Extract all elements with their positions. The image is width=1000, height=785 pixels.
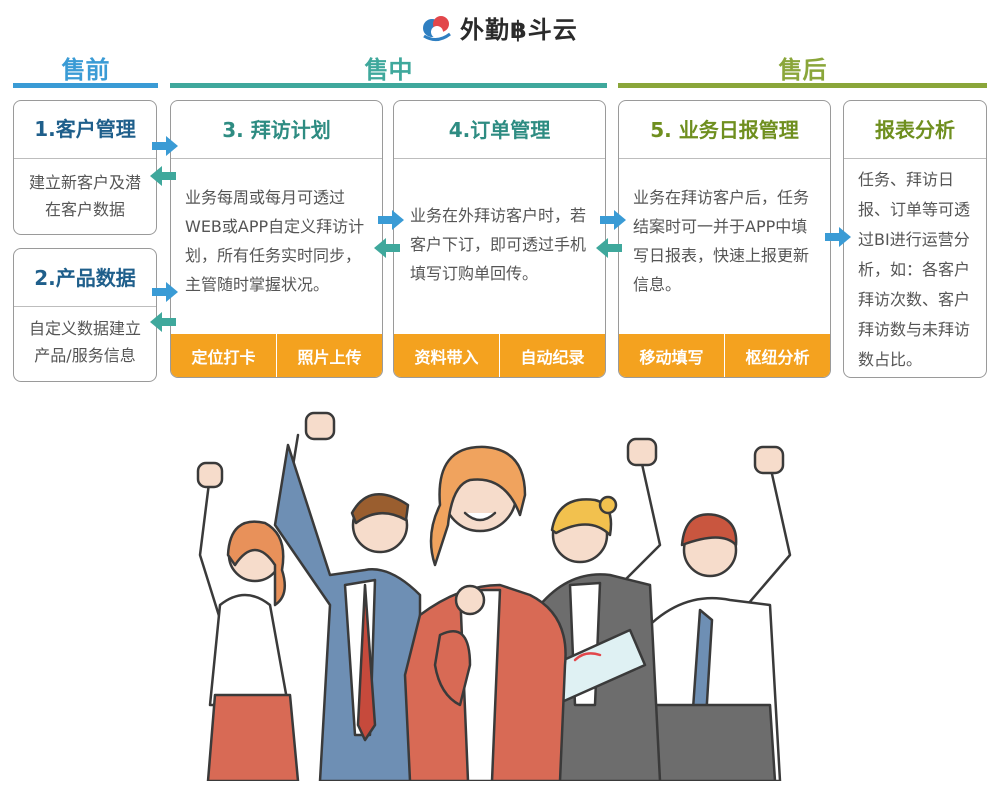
tag-auto-record: 自动纪录 [499,334,605,377]
card-title: 1.客户管理 [14,101,156,159]
card-body: 业务在拜访客户后，任务结案时可一并于APP中填写日报表，快速上报更新信息。 [633,188,810,294]
card-visit-plan: 3. 拜访计划 业务每周或每月可透过WEB或APP自定义拜访计划，所有任务实时同… [170,100,383,378]
phase-aftersale: 售后 [778,56,827,84]
arrow-left-icon [150,312,176,332]
card-title: 5. 业务日报管理 [619,101,830,159]
card-body: 建立新客户及潜在客户数据 [28,173,141,219]
card-product-data: 2.产品数据 自定义数据建立产品/服务信息 [13,248,157,382]
card-title: 2.产品数据 [14,249,156,307]
card-body: 业务每周或每月可透过WEB或APP自定义拜访计划，所有任务实时同步，主管随时掌握… [185,188,365,294]
arrow-right-icon [825,227,851,247]
arrow-right-icon [152,282,178,302]
phase-aftersale-bar [618,83,987,88]
arrow-left-icon [150,166,176,186]
tag-photo-upload: 照片上传 [276,334,382,377]
phase-insale: 售中 [364,56,413,84]
card-report-analysis: 报表分析 任务、拜访日报、订单等可透过BI进行运营分析，如：各客户拜访次数、客户… [843,100,987,378]
card-body: 业务在外拜访客户时，若客户下订，即可透过手机填写订购单回传。 [410,206,587,283]
cloud-logo-icon [423,16,451,41]
arrow-right-icon [600,210,626,230]
card-title: 4.订单管理 [394,101,605,159]
phase-presale-bar [13,83,158,88]
card-title: 3. 拜访计划 [171,101,382,159]
tag-location-checkin: 定位打卡 [191,347,256,367]
arrow-left-icon [374,238,400,258]
tag-pivot-analysis: 枢纽分析 [724,334,830,377]
card-customer-management: 1.客户管理 建立新客户及潜在客户数据 [13,100,157,235]
arrow-right-icon [378,210,404,230]
brand-logo: 外勤฿斗云 [420,10,578,44]
arrow-right-icon [152,136,178,156]
card-body: 自定义数据建立产品/服务信息 [28,319,141,365]
tag-mobile-fill: 移动填写 [639,347,704,367]
card-tags: 资料带入 自动纪录 [394,334,605,377]
tag-data-import: 资料带入 [414,347,479,367]
card-body: 任务、拜访日报、订单等可透过BI进行运营分析，如：各客户拜访次数、客户拜访数与未… [858,170,971,369]
brand-name: 外勤฿斗云 [460,15,578,44]
arrow-left-icon [596,238,622,258]
card-tags: 移动填写 枢纽分析 [619,334,830,377]
phase-insale-bar [170,83,607,88]
card-title: 报表分析 [844,101,986,159]
card-tags: 定位打卡 照片上传 [171,334,382,377]
phase-presale: 售前 [61,56,110,84]
card-order-management: 4.订单管理 业务在外拜访客户时，若客户下订，即可透过手机填写订购单回传。 资料… [393,100,606,378]
team-celebration-illustration [170,405,830,783]
card-daily-report: 5. 业务日报管理 业务在拜访客户后，任务结案时可一并于APP中填写日报表，快速… [618,100,831,378]
